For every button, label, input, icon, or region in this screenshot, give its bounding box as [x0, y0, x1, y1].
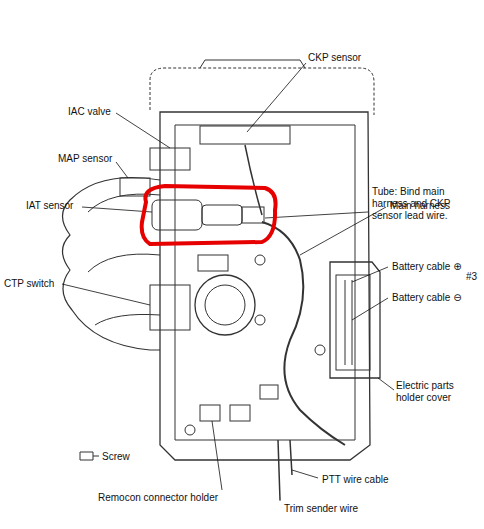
iac-valve — [150, 148, 190, 170]
iat-sensor — [152, 200, 202, 230]
tps-connector — [198, 255, 228, 271]
engine-block — [160, 112, 370, 460]
throttle-bore — [205, 285, 245, 325]
part-label: #3 — [466, 271, 477, 283]
ckp-lead-wire — [245, 145, 262, 215]
part-label: Battery cable ⊖ — [392, 292, 462, 304]
bolt — [185, 425, 195, 435]
part-label: IAC valve — [68, 106, 111, 118]
connector — [230, 405, 250, 421]
highlight-mark — [142, 186, 276, 244]
part-label: MAP sensor — [58, 153, 112, 165]
part-label: Electric parts holder cover — [396, 380, 480, 404]
bolt — [315, 345, 325, 355]
cowl-outline — [150, 68, 374, 115]
cowl-top — [200, 60, 305, 68]
battery-cables — [345, 280, 352, 365]
connector — [260, 385, 278, 399]
flywheel-cover — [200, 126, 290, 144]
lower-wires — [278, 440, 292, 500]
part-label: Trim sender wire — [284, 503, 358, 515]
electric-parts-holder — [330, 262, 380, 378]
main-harness — [262, 222, 345, 445]
part-label: IAT sensor — [26, 200, 73, 212]
part-label: CKP sensor — [308, 52, 361, 64]
sensor-body — [202, 205, 242, 225]
holder-cover — [336, 275, 370, 370]
bolt — [255, 255, 265, 265]
intake-runners — [88, 194, 160, 325]
bolt — [255, 315, 265, 325]
remocon-connector — [200, 405, 220, 421]
part-label: Main harness — [390, 200, 450, 212]
cylinder-head — [175, 125, 355, 440]
screw-icon — [80, 452, 99, 460]
throttle-body — [195, 275, 255, 335]
part-label: CTP switch — [4, 278, 54, 290]
ctp-switch — [150, 285, 190, 330]
part-label: Remocon connector holder — [98, 492, 218, 504]
part-label: Screw — [102, 451, 130, 463]
part-label: Battery cable ⊕ — [392, 261, 462, 273]
leader-lines — [62, 63, 394, 501]
part-label: PTT wire cable — [322, 474, 389, 486]
